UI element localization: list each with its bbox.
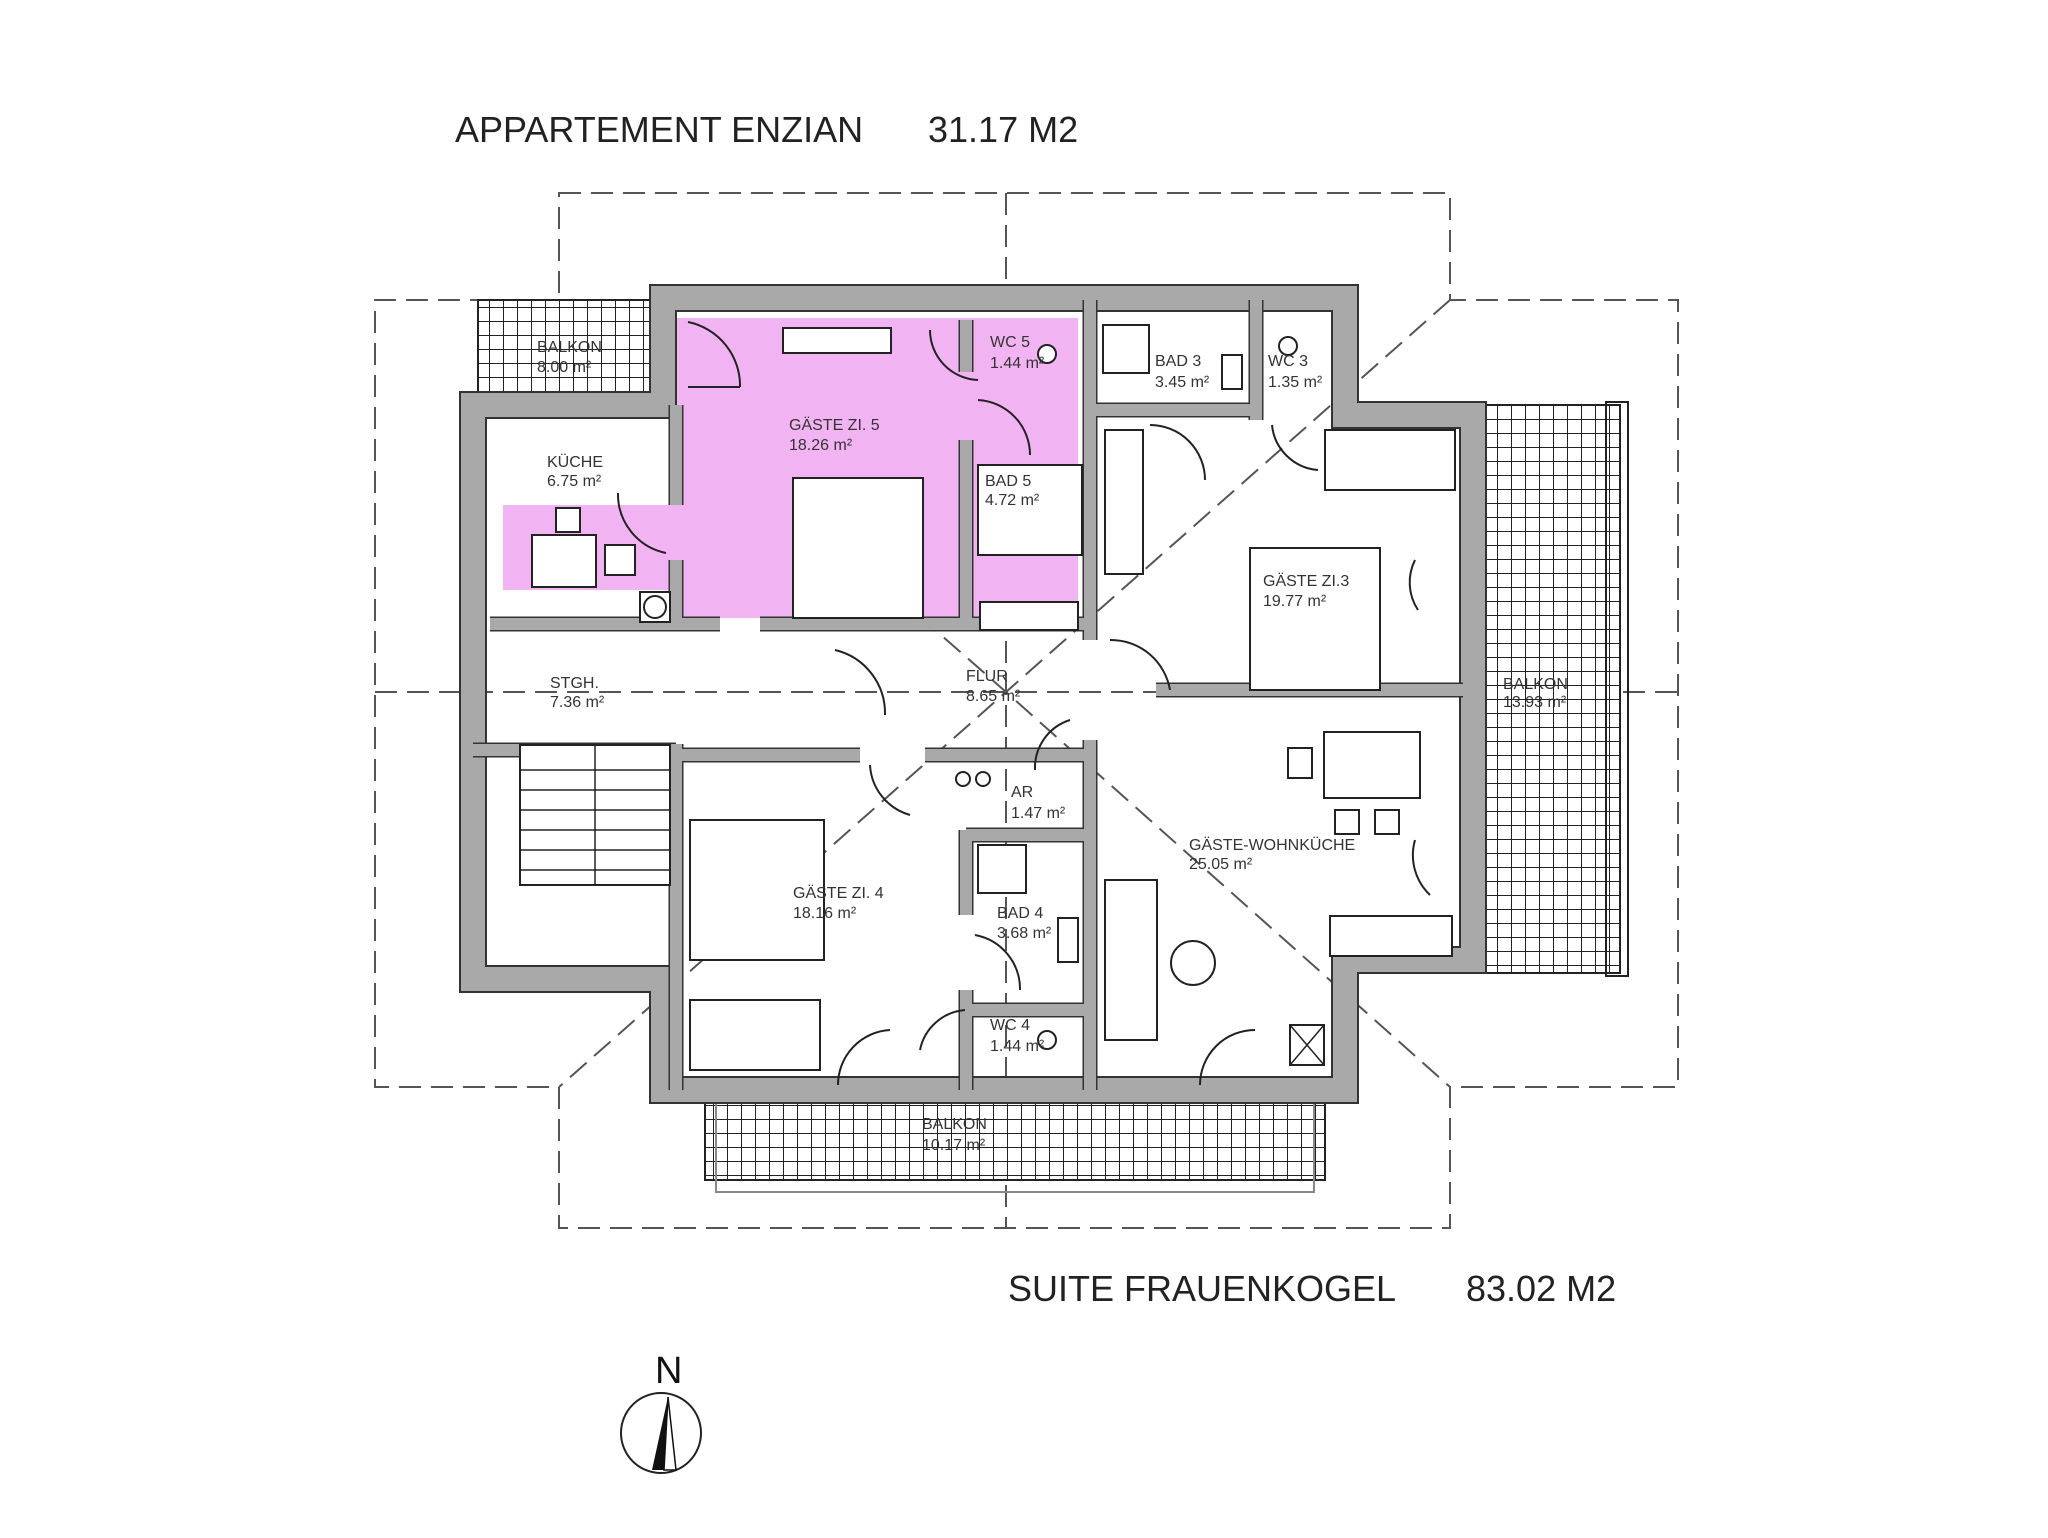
room-area-gaeste-zi4: 18.16 m² bbox=[793, 905, 857, 922]
room-label-bad3: BAD 3 bbox=[1155, 353, 1201, 370]
bed-zi5 bbox=[792, 477, 924, 619]
north-label: N bbox=[655, 1350, 682, 1392]
room-label-kueche: KÜCHE bbox=[547, 453, 603, 471]
bed-zi3 bbox=[1249, 547, 1381, 691]
bed-zi4 bbox=[689, 819, 825, 961]
room-label-balkon-north: BALKON bbox=[537, 339, 602, 356]
interior-walls bbox=[473, 300, 1463, 1090]
dining-table bbox=[1323, 731, 1421, 799]
room-label-gaeste-zi4: GÄSTE ZI. 4 bbox=[793, 884, 884, 902]
furniture bbox=[519, 324, 1456, 1071]
room-label-ar: AR bbox=[1011, 784, 1033, 801]
room-area-bad4: 3.68 m² bbox=[997, 925, 1052, 942]
room-label-balkon-south: BALKON bbox=[922, 1116, 987, 1133]
room-area-gaeste-zi5: 18.26 m² bbox=[789, 437, 853, 454]
suite-title: SUITE FRAUENKOGEL bbox=[1008, 1268, 1396, 1309]
room-label-bad4: BAD 4 bbox=[997, 905, 1043, 922]
coffee-table bbox=[1170, 940, 1216, 986]
kitchen-counter bbox=[1329, 915, 1453, 957]
room-area-wc4: 1.44 m² bbox=[990, 1038, 1045, 1055]
room-label-gaeste-zi3: GÄSTE ZI.3 bbox=[1263, 572, 1349, 590]
room-area-ar: 1.47 m² bbox=[1011, 805, 1066, 822]
sofa bbox=[1104, 879, 1158, 1041]
balcony-north bbox=[477, 299, 661, 401]
room-label-wc4: WC 4 bbox=[990, 1017, 1030, 1034]
room-area-gaeste-zi3: 19.77 m² bbox=[1263, 593, 1327, 610]
room-area-bad3: 3.45 m² bbox=[1155, 374, 1210, 391]
apartment-area: 31.17 M2 bbox=[928, 109, 1078, 150]
room-area-bad5: 4.72 m² bbox=[985, 492, 1040, 509]
exterior-walls bbox=[459, 284, 1487, 1104]
room-label-gaeste-zi5: GÄSTE ZI. 5 bbox=[789, 416, 880, 434]
doors bbox=[616, 321, 1431, 1086]
shower-bad3 bbox=[1102, 324, 1150, 374]
room-area-balkon-north: 8.00 m² bbox=[537, 359, 592, 376]
room-area-wc5: 1.44 m² bbox=[990, 355, 1045, 372]
apartment-title: APPARTEMENT ENZIAN bbox=[455, 109, 863, 150]
room-area-kueche: 6.75 m² bbox=[547, 473, 602, 490]
room-label-wc5: WC 5 bbox=[990, 334, 1030, 351]
room-area-balkon-south: 10.17 m² bbox=[922, 1137, 986, 1154]
room-label-balkon-east: BALKON bbox=[1503, 676, 1568, 693]
room-area-gaeste-wohnkueche: 25.05 m² bbox=[1189, 856, 1253, 873]
room-area-flur: 8.65 m² bbox=[966, 688, 1021, 705]
balcony-south bbox=[704, 1091, 1326, 1181]
room-label-wc3: WC 3 bbox=[1268, 353, 1308, 370]
room-label-bad5: BAD 5 bbox=[985, 473, 1031, 490]
table-kueche bbox=[531, 534, 597, 588]
room-label-flur: FLUR bbox=[966, 668, 1008, 685]
room-label-gaeste-wohnkueche: GÄSTE-WOHNKÜCHE bbox=[1189, 836, 1355, 854]
compass-needle-icon bbox=[652, 1397, 668, 1470]
radiator bbox=[979, 601, 1079, 631]
room-area-wc3: 1.35 m² bbox=[1268, 374, 1323, 391]
room-area-balkon-east: 13.93 m² bbox=[1503, 694, 1567, 711]
room-area-stgh: 7.36 m² bbox=[550, 694, 605, 711]
balcony-east bbox=[1483, 404, 1621, 974]
north-arrow: N bbox=[620, 1350, 702, 1474]
suite-area: 83.02 M2 bbox=[1466, 1268, 1616, 1309]
room-labels: BALKON 8.00 m² GÄSTE ZI. 5 18.26 m² WC 5… bbox=[537, 334, 1568, 1154]
shower-bad4 bbox=[977, 844, 1027, 894]
room-label-stgh: STGH. bbox=[550, 675, 599, 692]
